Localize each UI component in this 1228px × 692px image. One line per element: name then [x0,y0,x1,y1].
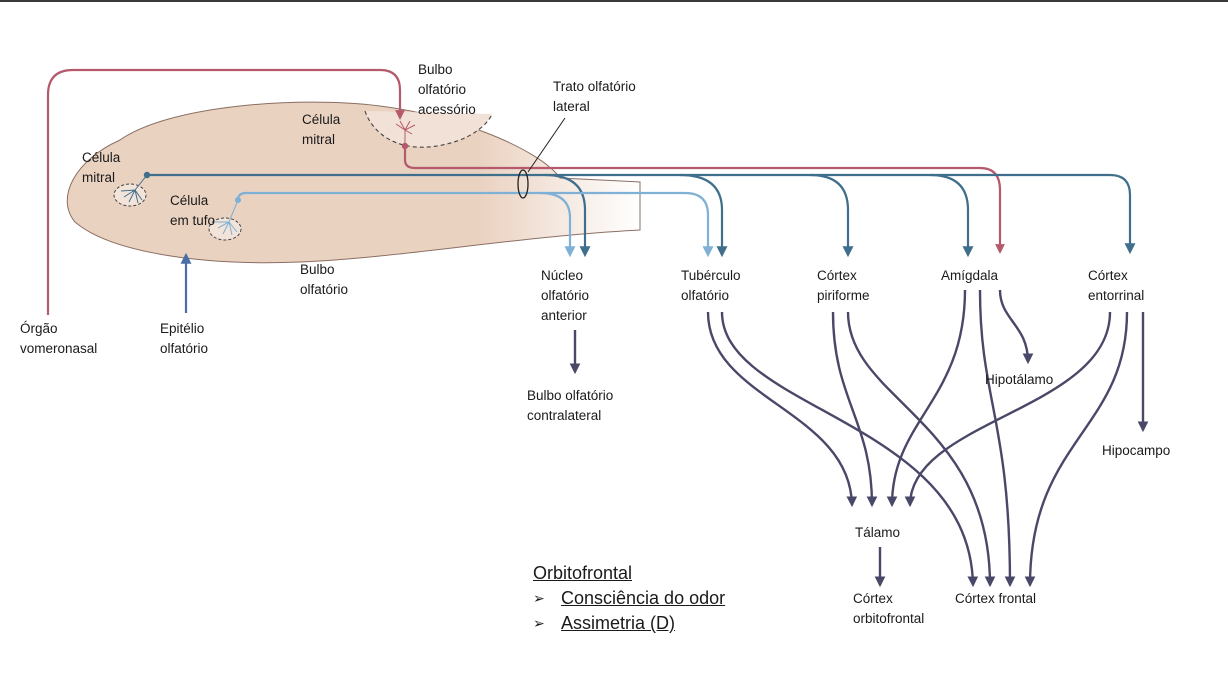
label-contralateral: Bulbo olfatório contralateral [527,388,617,423]
notes-bullet-text-2: Assimetria (D) [561,613,676,633]
lateral-tract-ring [517,169,529,199]
label-celula-tufo: Célula em tufo [170,193,215,228]
accessory-bulb-region [364,110,493,148]
label-frontal: Córtex frontal [955,591,1036,606]
label-tuberculo: Tubérculo olfatório [681,268,744,303]
tufted-dendrite-icon [215,199,239,236]
lateral-tract-leader [527,117,566,173]
label-epitelio: Epitélio olfatório [160,321,208,356]
label-celula-mitral-acessoria: Célula mitral [302,112,344,147]
accessory-to-amygdala-pathway [403,146,1005,254]
label-bulbo-olfatorio: Bulbo olfatório [300,262,348,297]
label-trato-lateral: Trato olfatório lateral [553,79,640,114]
arrow-bullet-icon: ➢ [533,615,545,631]
mitral-cell-body [143,171,151,179]
label-hipocampo: Hipocampo [1102,443,1170,458]
notes-title: Orbitofrontal [533,563,633,583]
projection-pathways [569,289,1149,588]
label-bulbo-acessorio: Bulbo olfatório acessório [418,62,476,117]
glomerulus-mitral [113,183,147,207]
mitral-pathways [147,173,1136,258]
accessory-mitral-cell-body [401,142,409,150]
tufted-pathways [236,191,714,258]
vomeronasal-pathway [46,68,405,315]
label-celula-mitral: Célula mitral [82,150,124,185]
orbitofrontal-notes: Orbitofrontal ➢ Consciência do odor ➢ As… [533,561,725,636]
top-rule [0,0,1228,2]
label-entorrinal: Córtex entorrinal [1088,268,1144,303]
tufted-cell-body [235,197,241,203]
label-orbitofrontal: Córtex orbitofrontal [853,591,924,626]
mitral-dendrite-icon [120,174,148,204]
olfactory-bulb-shape [66,101,641,264]
label-hipotalamo: Hipotálamo [985,372,1053,387]
label-piriforme: Córtex piriforme [817,268,870,303]
label-orgao-vomeronasal: Órgão vomeronasal [20,321,97,356]
arrow-bullet-icon: ➢ [533,590,545,606]
accessory-mitral-dendrite-icon [395,120,416,146]
label-amigdala: Amígdala [941,268,999,283]
label-talamo: Tálamo [855,525,900,540]
notes-bullet-2: ➢ Assimetria (D) [533,611,725,636]
notes-bullet-1: ➢ Consciência do odor [533,586,725,611]
label-nucleo: Núcleo olfatório anterior [541,268,593,323]
notes-bullet-text-1: Consciência do odor [561,588,726,608]
